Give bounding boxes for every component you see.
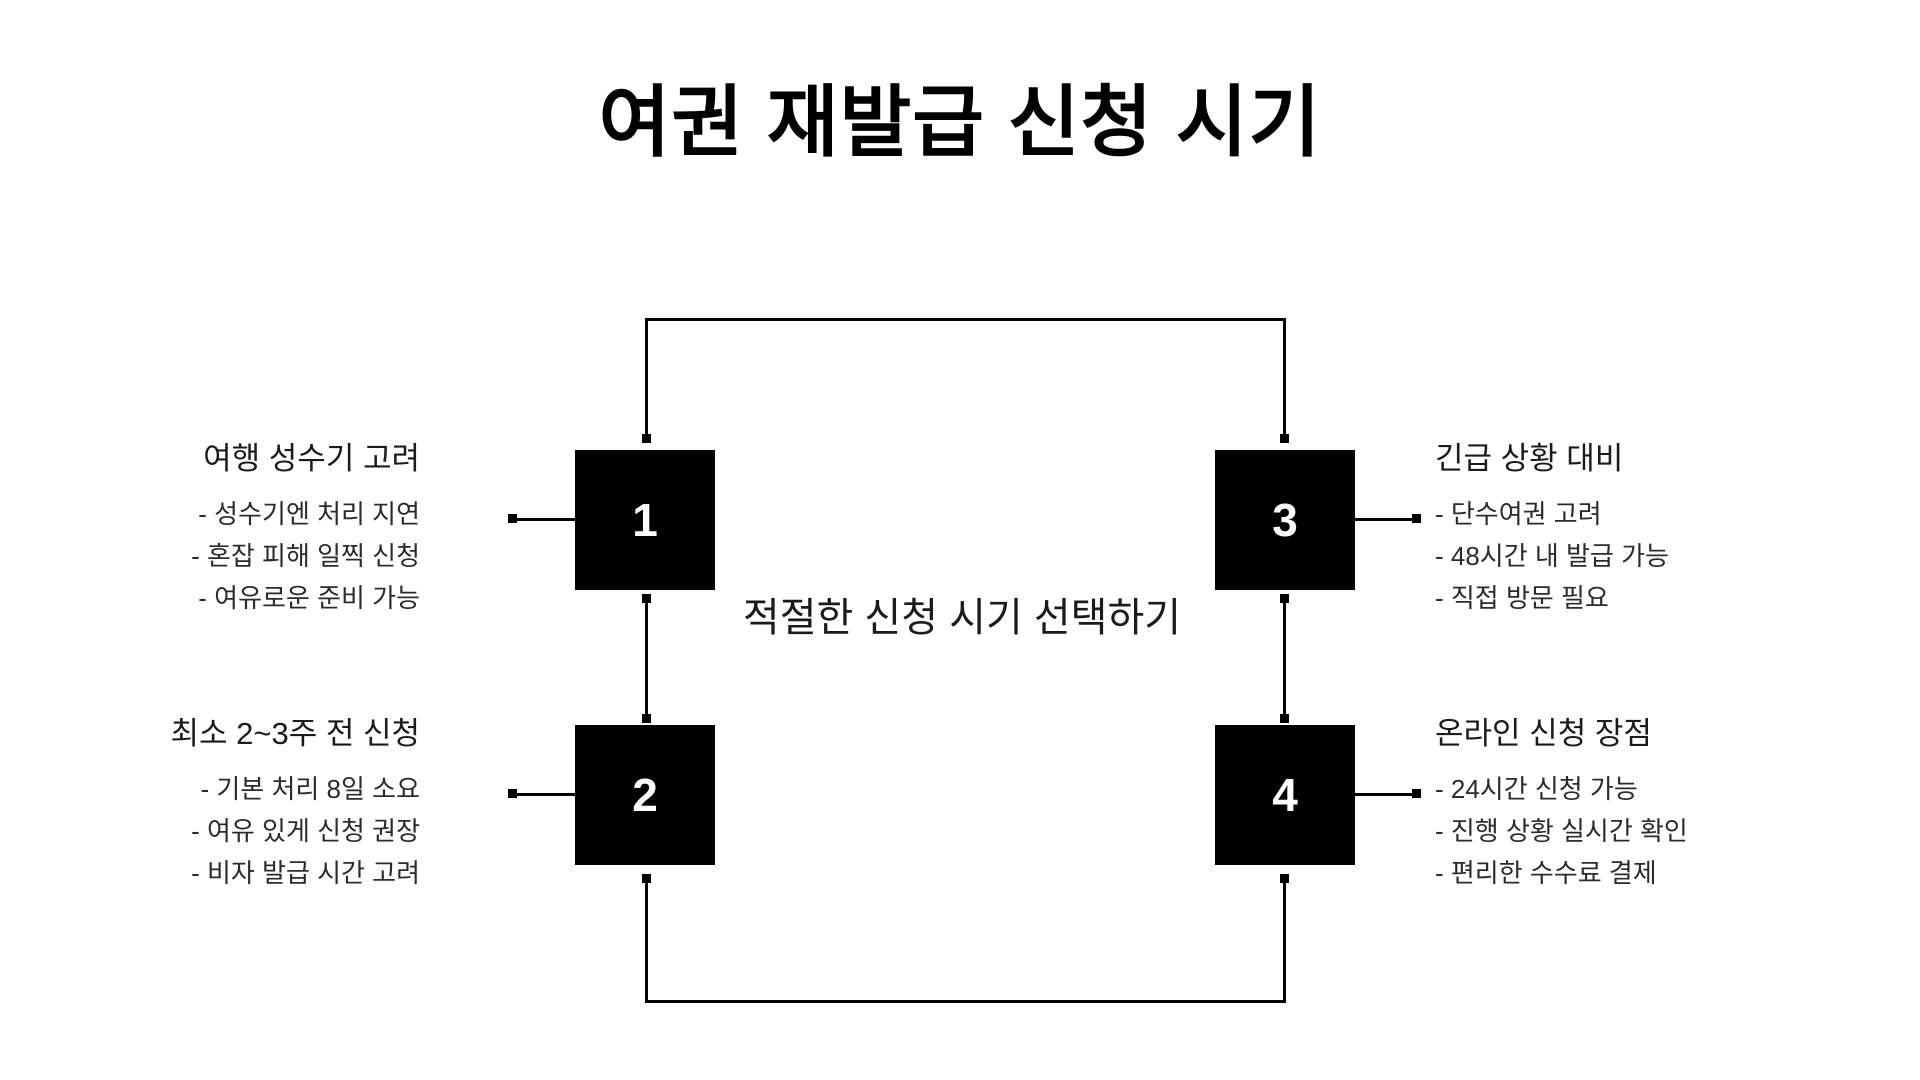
connector-stub-box-1 <box>512 518 578 521</box>
connector-stub-box-3 <box>1353 518 1419 521</box>
label-heading-3: 긴급 상황 대비 <box>1435 441 1624 476</box>
label-group-3: 긴급 상황 대비 - 단수여권 고려 - 48시간 내 발급 가능 - 직접 방… <box>1435 440 1765 619</box>
connector-cap-top-left <box>642 434 651 443</box>
connector-cap-right-middle-top <box>1280 594 1289 603</box>
connector-cap-stub-box-2 <box>508 789 517 798</box>
connector-cap-top-right <box>1280 434 1289 443</box>
connector-cap-bottom-right <box>1280 874 1289 883</box>
connector-cap-stub-box-3 <box>1412 514 1421 523</box>
connector-cap-stub-box-4 <box>1412 789 1421 798</box>
connector-top-left-vertical <box>645 318 648 440</box>
connector-stub-box-4 <box>1353 793 1419 796</box>
connector-cap-left-middle-bottom <box>642 714 651 723</box>
label-group-2: 최소 2~3주 전 신청 - 기본 처리 8일 소요 - 여유 있게 신청 권장… <box>90 715 420 894</box>
connector-bottom-horizontal <box>645 1000 1286 1003</box>
connector-top-horizontal <box>645 318 1286 321</box>
connector-bottom-left-vertical <box>645 878 648 1003</box>
label-bullet-2-1: - 기본 처리 8일 소요 <box>200 773 420 804</box>
label-heading-1: 여행 성수기 고려 <box>203 441 420 476</box>
connector-cap-stub-box-1 <box>508 514 517 523</box>
label-heading-2: 최소 2~3주 전 신청 <box>170 716 420 751</box>
label-bullet-2-2: - 여유 있게 신청 권장 <box>191 815 420 846</box>
connector-stub-box-2 <box>512 793 578 796</box>
label-bullet-1-1: - 성수기엔 처리 지연 <box>198 498 420 529</box>
label-bullet-2-3: - 비자 발급 시간 고려 <box>191 857 420 888</box>
label-bullet-3-1: - 단수여권 고려 <box>1435 498 1602 529</box>
label-bullet-4-3: - 편리한 수수료 결제 <box>1435 857 1657 888</box>
label-bullet-4-1: - 24시간 신청 가능 <box>1435 773 1638 804</box>
connector-cap-right-middle-bottom <box>1280 714 1289 723</box>
node-box-1[interactable]: 1 <box>575 450 715 590</box>
connector-right-middle-vertical <box>1283 598 1286 718</box>
connector-top-right-vertical <box>1283 318 1286 440</box>
connector-left-middle-vertical <box>645 598 648 718</box>
connector-cap-bottom-left <box>642 874 651 883</box>
label-bullet-4-2: - 진행 상황 실시간 확인 <box>1435 815 1688 846</box>
label-bullet-1-2: - 혼잡 피해 일찍 신청 <box>191 540 420 571</box>
node-box-4[interactable]: 4 <box>1215 725 1355 865</box>
label-heading-4: 온라인 신청 장점 <box>1435 716 1652 751</box>
connector-bottom-right-vertical <box>1283 878 1286 1003</box>
label-bullet-3-2: - 48시간 내 발급 가능 <box>1435 540 1669 571</box>
center-label: 적절한 신청 시기 선택하기 <box>742 596 1182 640</box>
label-bullet-1-3: - 여유로운 준비 가능 <box>198 582 420 613</box>
label-group-1: 여행 성수기 고려 - 성수기엔 처리 지연 - 혼잡 피해 일찍 신청 - 여… <box>90 440 420 619</box>
node-box-3[interactable]: 3 <box>1215 450 1355 590</box>
node-box-2[interactable]: 2 <box>575 725 715 865</box>
label-bullet-3-3: - 직접 방문 필요 <box>1435 582 1609 613</box>
label-group-4: 온라인 신청 장점 - 24시간 신청 가능 - 진행 상황 실시간 확인 - … <box>1435 715 1765 894</box>
connector-cap-left-middle-top <box>642 594 651 603</box>
page-title: 여권 재발급 신청 시기 <box>598 78 1322 166</box>
